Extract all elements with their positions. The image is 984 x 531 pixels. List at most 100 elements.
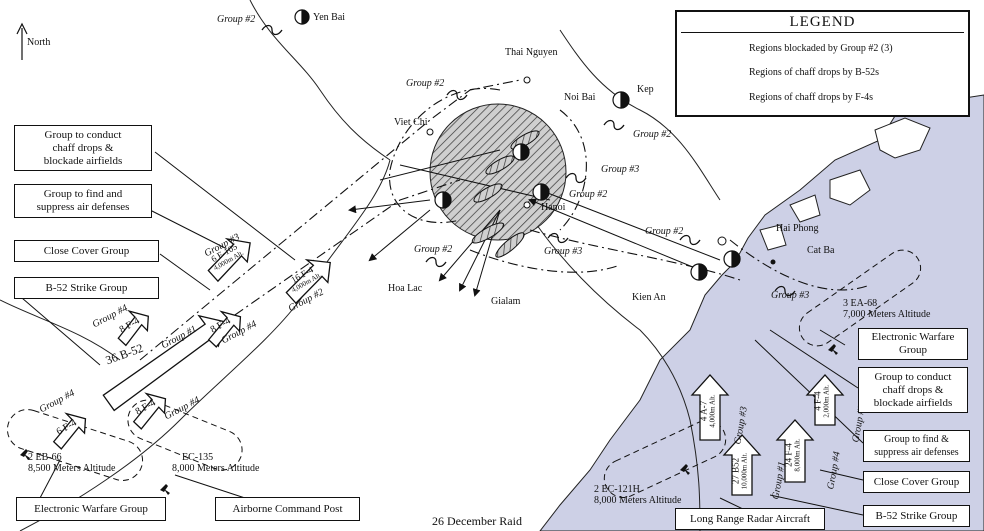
aircraft-line: 2 EC-121H	[594, 484, 640, 495]
north-label: North	[27, 37, 51, 48]
box-line: Group to conduct	[874, 370, 952, 383]
island	[789, 194, 821, 223]
attack-line	[528, 198, 701, 271]
plane-icon	[20, 449, 30, 460]
island	[874, 117, 931, 159]
aircraft-line: 8,000m Alt.	[793, 438, 802, 472]
aircraft-ec135: EC-135 8,000 Meters Altitude	[172, 452, 260, 474]
aircraft-eb66: 2 EB-66 8,500 Meters Altitude	[28, 452, 116, 474]
airfield-icon	[723, 250, 741, 268]
group-label: Group #3	[544, 246, 583, 257]
box-line: Group to find and	[43, 188, 123, 200]
flight-path	[119, 179, 461, 396]
legend-item-b52-chaff: Regions of chaff drops by B-52s	[749, 67, 880, 78]
right-box-suppress-group: Group to find & suppress air defenses	[863, 430, 970, 462]
flight-path	[729, 239, 871, 291]
city-marker	[523, 76, 531, 84]
blockade-icon	[565, 172, 587, 184]
aircraft-line: 2,000m Alt.	[822, 384, 831, 418]
aircraft-arrow	[52, 412, 87, 450]
flight-path	[139, 79, 521, 361]
aircraft-arrow	[132, 392, 167, 430]
aircraft-line: 7,000 Meters Altitude	[843, 309, 931, 320]
island	[829, 169, 871, 206]
group-label: Group #2	[645, 226, 684, 237]
right-box-radar-aircraft: Long Range Radar Aircraft	[675, 508, 825, 530]
aircraft-line: 8,000 Meters Altitude	[594, 495, 682, 506]
leader-line	[754, 339, 864, 444]
flight-path	[529, 229, 741, 281]
airfield-icon	[612, 91, 630, 109]
place-viet-chi: Viet Chi	[394, 117, 428, 128]
group-label: Group #2	[633, 129, 672, 140]
box-line: blockade airfields	[873, 396, 953, 409]
aircraft-arrow	[690, 374, 730, 441]
aircraft-line: 4 A-7	[698, 400, 709, 422]
legend: LEGEND Regions blockaded by Group #2 (3)…	[675, 10, 970, 117]
airfield-icon	[434, 191, 452, 209]
box-line: Group to find &	[884, 434, 949, 445]
aircraft-line: 2 EB-66	[28, 452, 62, 463]
box-line: blockade airfields	[43, 154, 123, 167]
left-box-command-post: Airborne Command Post	[215, 497, 360, 521]
blockade-icon	[446, 89, 468, 101]
flight-path	[559, 109, 587, 231]
place-kien-an: Kien An	[632, 292, 666, 303]
group-label: Group #3	[771, 290, 810, 301]
river	[0, 299, 121, 361]
chaff-region-b52	[471, 222, 505, 244]
group-label: Group #2	[414, 244, 453, 255]
chaff-region-b52	[473, 183, 503, 203]
plane-icon	[160, 484, 170, 495]
aircraft-line: 4 F-4	[812, 391, 823, 411]
aircraft-line: 24 F-4	[783, 443, 794, 467]
sea-area	[539, 94, 984, 531]
aircraft-f4-24: 24 F-4 8,000m Alt.	[783, 438, 803, 472]
plane-icon	[828, 344, 838, 355]
map-caption: 26 December Raid	[432, 514, 522, 528]
north-arrow-icon	[16, 22, 28, 60]
left-box-suppress-group: Group to find and suppress air defenses	[14, 184, 152, 218]
aircraft-b52-27: 27 B52 10,000m Alt.	[730, 453, 749, 490]
river	[249, 0, 391, 161]
city-marker	[426, 128, 434, 136]
leader-line	[21, 297, 101, 366]
place-yen-bai: Yen Bai	[313, 12, 346, 23]
aircraft-line: 4,000m Alt.	[708, 394, 717, 428]
airfield-icon	[294, 9, 310, 25]
group-label: Group #2	[406, 78, 445, 89]
aircraft-arrow	[207, 310, 242, 348]
aircraft-arrow	[775, 419, 815, 483]
place-noi-bai: Noi Bai	[564, 92, 596, 103]
box-line: Electronic Warfare	[871, 331, 955, 343]
box-line: chaff drops &	[882, 383, 944, 396]
group-label: Group #3	[601, 164, 640, 175]
aircraft-arrow	[285, 259, 331, 305]
orbit-ea68	[798, 249, 922, 347]
legend-divider	[681, 32, 964, 33]
legend-title: LEGEND	[789, 14, 856, 30]
aircraft-ec121: 2 EC-121H 8,000 Meters Altitude	[594, 484, 682, 506]
box-line: Group	[898, 344, 928, 356]
attack-line	[379, 149, 501, 181]
leader-line	[769, 494, 864, 516]
place-hoa-lac: Hoa Lac	[388, 283, 423, 294]
place-hanoi: Hanoi	[541, 202, 566, 213]
aircraft-line: EC-135	[182, 452, 214, 463]
blockade-icon	[425, 256, 447, 268]
left-box-ew-group: Electronic Warfare Group	[16, 497, 166, 521]
chaff-region-b52	[495, 232, 525, 258]
place-gialam: Gialam	[491, 296, 521, 307]
aircraft-arrow	[805, 374, 845, 426]
river	[19, 159, 391, 531]
right-box-cover-group: Close Cover Group	[863, 471, 970, 493]
legend-item-f4-chaff: Regions of chaff drops by F-4s	[749, 92, 873, 103]
right-box-ew-group: Electronic Warfare Group	[858, 328, 968, 360]
group-label: Group #2	[569, 189, 608, 200]
airfield-icon	[690, 263, 708, 281]
aircraft-arrow	[207, 237, 251, 283]
place-thai-nguyen: Thai Nguyen	[505, 47, 558, 58]
aircraft-f4-4: 4 F-4 2,000m Alt.	[812, 384, 832, 418]
aircraft-ea68: 3 EA-68 7,000 Meters Altitude	[843, 298, 931, 320]
